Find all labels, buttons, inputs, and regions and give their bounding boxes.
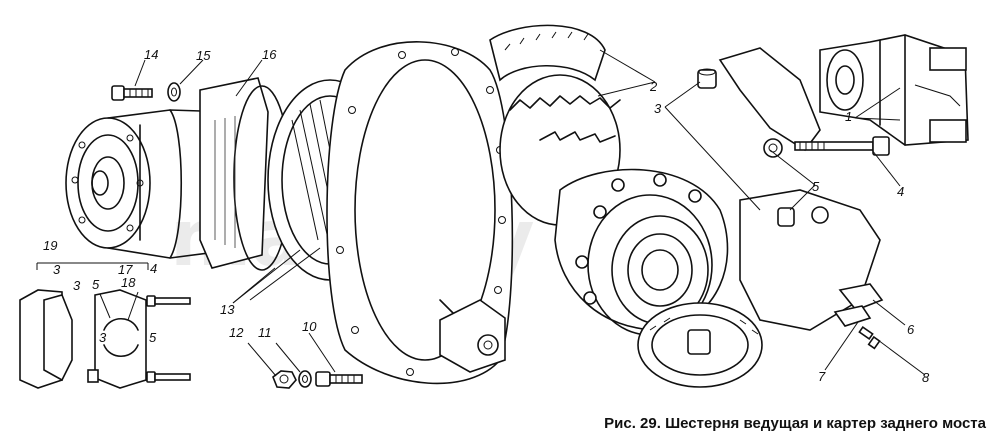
nut-3: [697, 68, 717, 89]
callout-19: 19: [43, 238, 57, 253]
callout-16: 16: [262, 47, 277, 62]
callout-numbers: 14 15 16 2 3 5 4 1 19 3 17 4 18 3 5 3 5 …: [43, 47, 930, 385]
upper-bearing-ring-2: [489, 24, 606, 82]
bolt-4: [794, 136, 890, 156]
callout-1: 1: [845, 109, 852, 124]
callout-6: 6: [907, 322, 915, 337]
callout-8: 8: [922, 370, 930, 385]
ring-gear-assembly: [499, 74, 729, 336]
bolt-8: [858, 325, 881, 350]
lower-bearing-cap: [637, 302, 763, 388]
callout-7: 7: [818, 369, 826, 384]
bolt-14: [111, 85, 153, 101]
leader-lines: [99, 49, 926, 377]
washer-11: [298, 370, 312, 388]
pinion-flange-assembly: [65, 77, 291, 271]
inset-assembly-1: [819, 34, 969, 146]
callout-2: 2: [649, 79, 658, 94]
callout-12: 12: [229, 325, 244, 340]
callout-4-upper: 4: [897, 184, 904, 199]
callout-13: 13: [220, 302, 235, 317]
callout-5-upper: 5: [812, 179, 820, 194]
figure-caption: Рис. 29. Шестерня ведущая и картер задне…: [604, 415, 986, 432]
callout-18: 18: [121, 275, 136, 290]
callout-3-upper: 3: [654, 101, 662, 116]
callout-3-inset-left: 3: [53, 262, 61, 277]
callout-14: 14: [144, 47, 158, 62]
callout-15: 15: [196, 48, 211, 63]
nut-12: [272, 370, 297, 389]
washer-15: [167, 82, 181, 102]
callout-4-inset: 4: [150, 261, 157, 276]
callout-17: 17: [118, 262, 133, 277]
callout-5-inset-low: 5: [149, 330, 157, 345]
bearing-cap-brackets: [718, 47, 884, 331]
callout-5-inset-mid: 5: [92, 277, 100, 292]
callout-11: 11: [258, 325, 272, 340]
callout-10: 10: [302, 319, 317, 334]
callout-3-inset-mid: 3: [73, 278, 81, 293]
callout-3-inset-low: 3: [99, 330, 107, 345]
bearing-cap-inset-19: [19, 262, 191, 389]
bolt-10: [315, 371, 363, 387]
axle-housing: [326, 41, 514, 385]
nut-5: [777, 207, 795, 227]
